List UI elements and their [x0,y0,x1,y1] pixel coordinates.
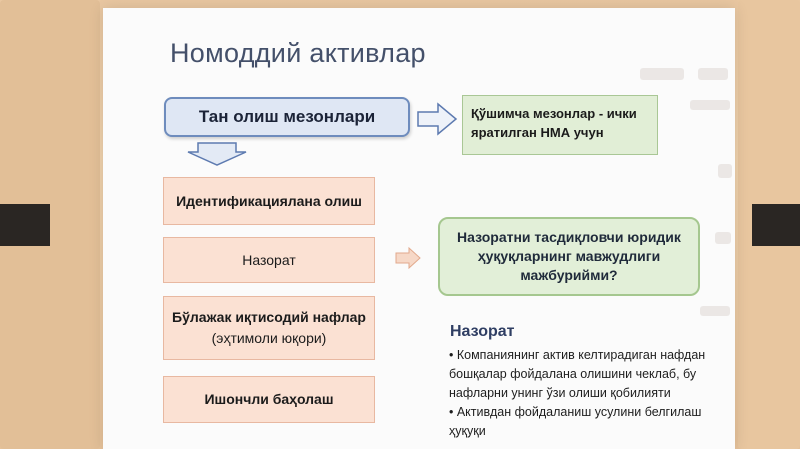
criterion-label: Идентификациялана олиш [176,192,362,209]
criterion-control: Назорат [163,237,375,283]
criterion-label: Назорат [242,251,296,268]
ghost-text [640,68,684,80]
ghost-text [698,68,728,80]
criterion-sublabel: (эҳтимоли юқори) [211,330,327,346]
slide-title: Номоддий активлар [170,38,426,68]
ghost-text [718,164,732,178]
legal-rights-question-box: Назоратни тасдиқловчи юридик ҳуқуқларнин… [438,217,700,296]
arrow-down-icon [187,142,247,166]
criterion-label: Ишончли баҳолаш [204,391,334,407]
arrow-right-icon [417,102,458,136]
binder-left [0,204,50,246]
arrow-right-small-icon [395,246,421,270]
control-points: • Компаниянинг актив келтирадиган нафдан… [449,346,735,441]
additional-criteria-box: Қўшимча мезонлар - ички яратилган НМА уч… [462,95,658,155]
ghost-text [715,232,731,244]
recognition-criteria-box: Тан олиш мезонлари [164,97,410,137]
ghost-text [690,100,730,110]
criterion-reliable-measurement: Ишончли баҳолаш [163,376,375,423]
control-heading: Назорат [450,323,515,340]
criterion-identifiability: Идентификациялана олиш [163,177,375,225]
criterion-label: Бўлажак иқтисодий нафлар [172,309,366,325]
control-point: • Компаниянинг актив келтирадиган нафдан… [449,348,706,400]
control-point: • Активдан фойдаланиш усулини белгилаш ҳ… [449,405,702,438]
criterion-future-benefits: Бўлажак иқтисодий нафлар (эҳтимоли юқори… [163,296,375,360]
binder-right [752,204,800,246]
ghost-text [700,306,730,316]
